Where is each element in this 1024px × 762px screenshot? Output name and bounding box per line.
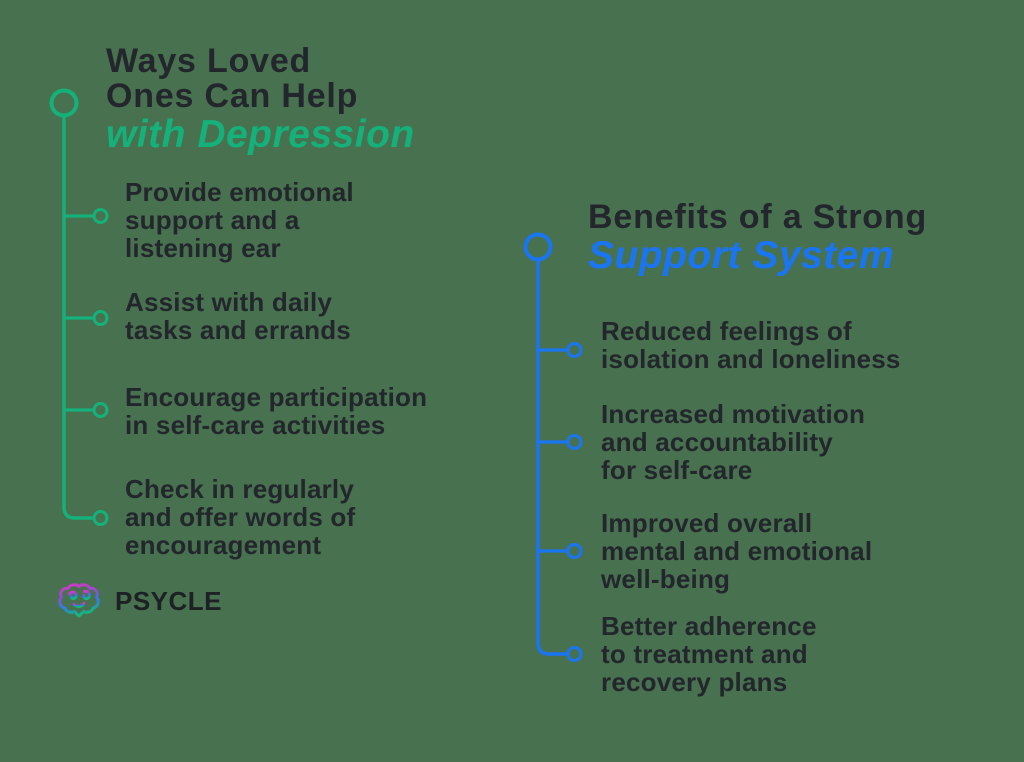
item-line: support and a [125,205,300,235]
logo-wordmark: PSYCLE [115,585,223,616]
item-line: isolation and loneliness [601,344,901,374]
left-start-node-circle [49,88,79,118]
item-line: Increased motivation [601,399,866,429]
brain-icon [58,583,100,618]
item-line: in self-care activities [125,410,386,440]
left-title-line-1: Ways Loved [106,42,312,80]
item-line: Encourage participation [125,382,428,412]
psycle-logo: PSYCLE [55,580,222,622]
item-line: mental and emotional [601,536,873,566]
item-line: Assist with daily [125,287,333,317]
item-line: recovery plans [601,667,788,697]
item-line: tasks and errands [125,315,351,345]
right-item-3: Improved overall mental and emotional we… [601,509,872,593]
item-line: and offer words of [125,502,356,532]
item-line: well-being [601,564,731,594]
right-title-line-1: Benefits of a Strong [588,198,928,236]
right-node-circle-4 [566,646,583,662]
item-line: Provide emotional [125,177,354,207]
item-line: Better adherence [601,611,817,641]
item-line: Reduced feelings of [601,316,852,346]
left-timeline-connector [49,88,109,526]
item-line: Check in regularly [125,474,355,504]
item-line: to treatment and [601,639,808,669]
right-timeline-connector [523,232,583,662]
right-item-1: Reduced feelings of isolation and loneli… [601,317,901,373]
item-line: encouragement [125,530,322,560]
right-trunk-line [536,261,567,656]
item-line: Improved overall [601,508,813,538]
left-title-accent: with Depression [106,113,415,156]
left-node-circle-4 [92,510,109,526]
left-trunk-line [62,117,93,520]
right-node-circle-1 [566,342,583,358]
left-item-3: Encourage participation in self-care act… [125,383,427,439]
left-title-line-2: Ones Can Help [106,77,359,115]
right-title-accent: Support System [588,234,895,277]
right-section-title: Benefits of a Strong Support System [588,200,927,277]
left-item-2: Assist with daily tasks and errands [125,288,351,344]
left-section-title: Ways Loved Ones Can Help with Depression [106,44,415,156]
right-item-2: Increased motivation and accountability … [601,400,865,484]
right-start-node-circle [523,232,553,262]
left-node-circle-1 [92,208,109,224]
left-item-1: Provide emotional support and a listenin… [125,178,354,262]
right-item-4: Better adherence to treatment and recove… [601,612,817,696]
left-item-4: Check in regularly and offer words of en… [125,475,355,559]
right-node-circle-2 [566,434,583,450]
item-line: and accountability [601,427,833,457]
item-line: listening ear [125,233,281,263]
item-line: for self-care [601,455,753,485]
right-node-circle-3 [566,543,583,559]
left-node-circle-3 [92,402,109,418]
left-node-circle-2 [92,310,109,326]
